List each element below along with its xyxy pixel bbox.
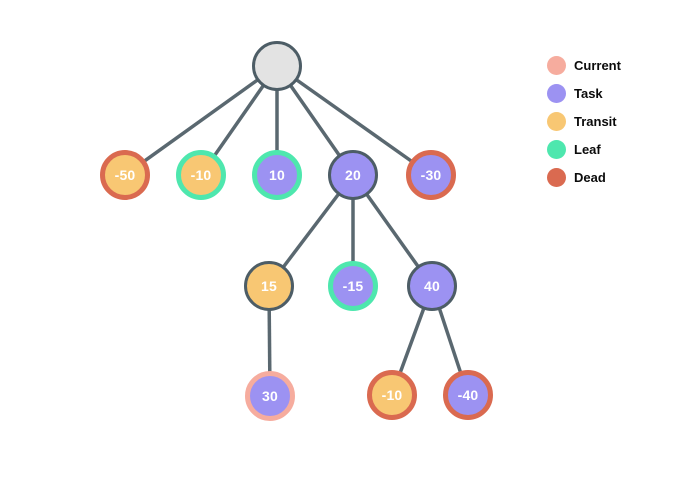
tree-edge-root-m30 (275, 64, 433, 177)
tree-node-20: 20 (328, 150, 378, 200)
tree-node-10: 10 (252, 150, 302, 200)
legend-dot-dead (547, 168, 566, 187)
tree-node--30: -30 (406, 150, 456, 200)
legend-dot-task (547, 84, 566, 103)
legend-label: Transit (574, 114, 617, 129)
tree-node-root (252, 41, 302, 91)
tree-node-40: 40 (407, 261, 457, 311)
legend-label: Leaf (574, 142, 601, 157)
legend-item-dead: Dead (547, 168, 621, 187)
tree-node--50: -50 (100, 150, 150, 200)
tree-node--15: -15 (328, 261, 378, 311)
tree-node-15: 15 (244, 261, 294, 311)
tree-edge-root-m50 (123, 64, 279, 177)
legend-label: Current (574, 58, 621, 73)
legend-item-transit: Transit (547, 112, 621, 131)
legend-item-leaf: Leaf (547, 140, 621, 159)
legend-dot-transit (547, 112, 566, 131)
tree-node--40: -40 (443, 370, 493, 420)
tree-node--10: -10 (176, 150, 226, 200)
legend-item-current: Current (547, 56, 621, 75)
legend-dot-leaf (547, 140, 566, 159)
tree-node--10: -10 (367, 370, 417, 420)
legend-label: Dead (574, 170, 606, 185)
legend-label: Task (574, 86, 603, 101)
legend-dot-current (547, 56, 566, 75)
legend-item-task: Task (547, 84, 621, 103)
tree-node-30: 30 (245, 371, 295, 421)
